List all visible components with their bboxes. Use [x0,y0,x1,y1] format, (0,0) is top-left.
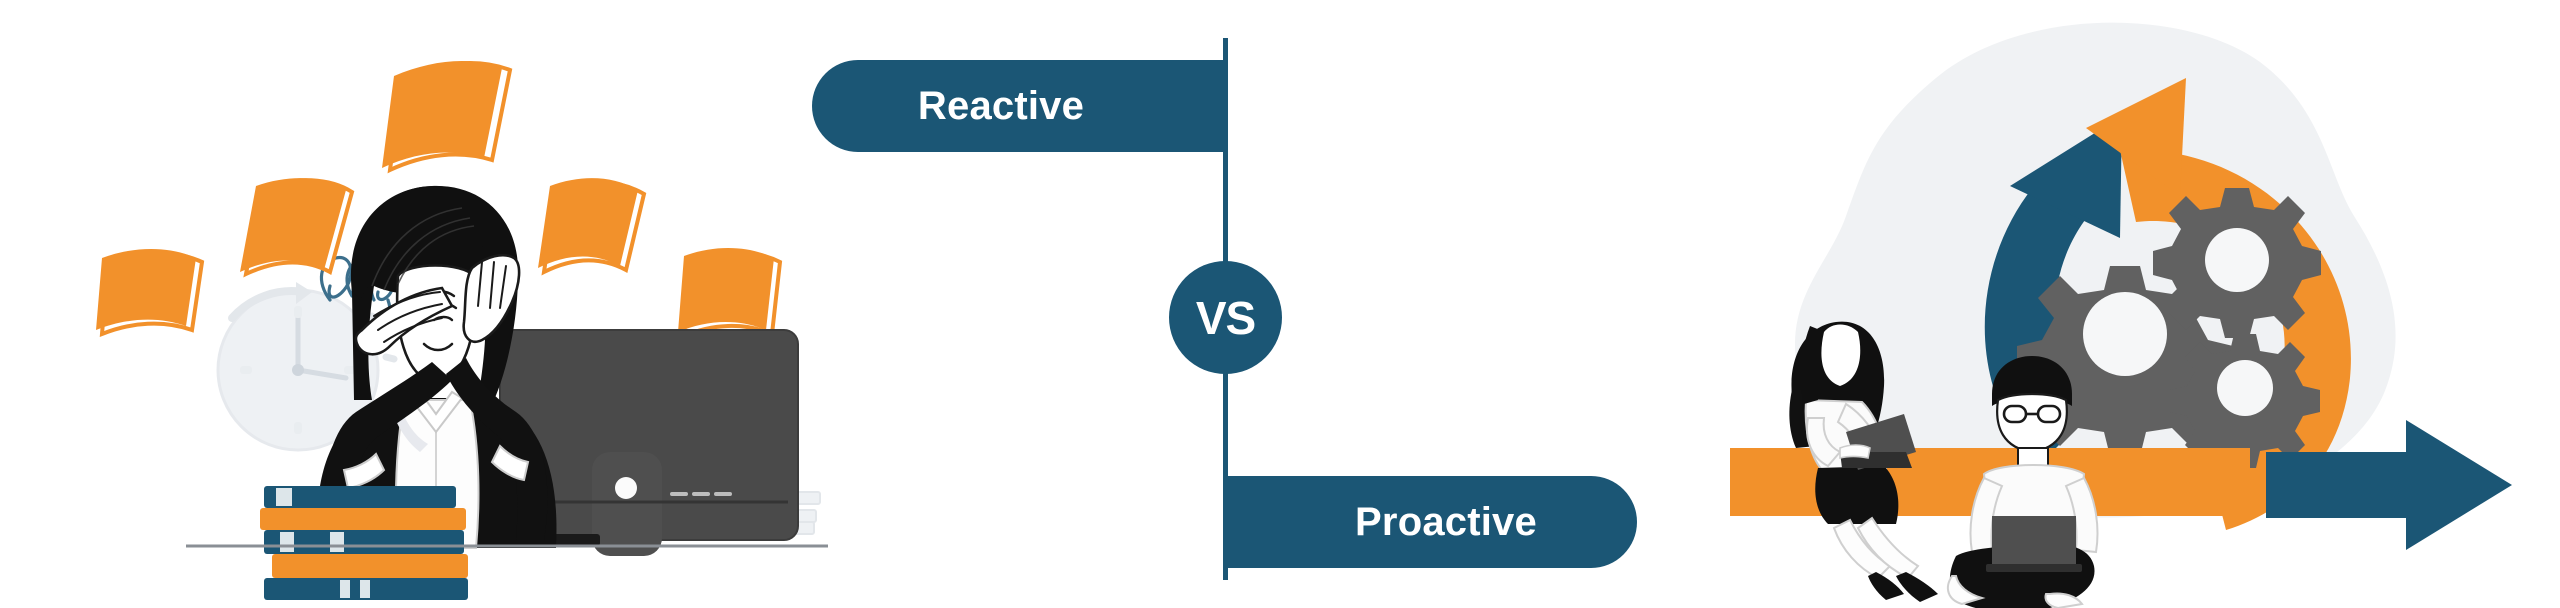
paper-sheet [538,178,647,276]
woman-with-laptop-figure [1789,321,1938,602]
reactive-label-text: Reactive [917,84,1085,128]
blue-horizontal-arrow [2266,420,2512,550]
paper-sheet [96,249,205,338]
gear-cluster [2017,188,2321,468]
flying-paper-sheets [96,61,783,340]
paper-sheet [240,178,355,278]
left-illustration-panel [0,0,860,608]
paper-sheet [382,61,513,174]
man-with-laptop-figure [1946,356,2099,608]
reactive-label-pill[interactable]: Reactive [812,60,1226,152]
stack-of-books-icon [260,486,468,600]
proactive-label-pill[interactable]: Proactive [1225,476,1637,568]
paper-sheet [678,247,783,340]
agile-teamwork-illustration [1730,22,2512,608]
vs-badge: VS [1169,261,1282,374]
stressed-office-worker-illustration [96,61,828,600]
right-illustration-panel [1700,0,2560,608]
proactive-label-text: Proactive [1355,500,1537,544]
vs-badge-text: VS [1195,291,1256,344]
comparison-center-group: Reactive Proactive VS [800,0,1700,608]
